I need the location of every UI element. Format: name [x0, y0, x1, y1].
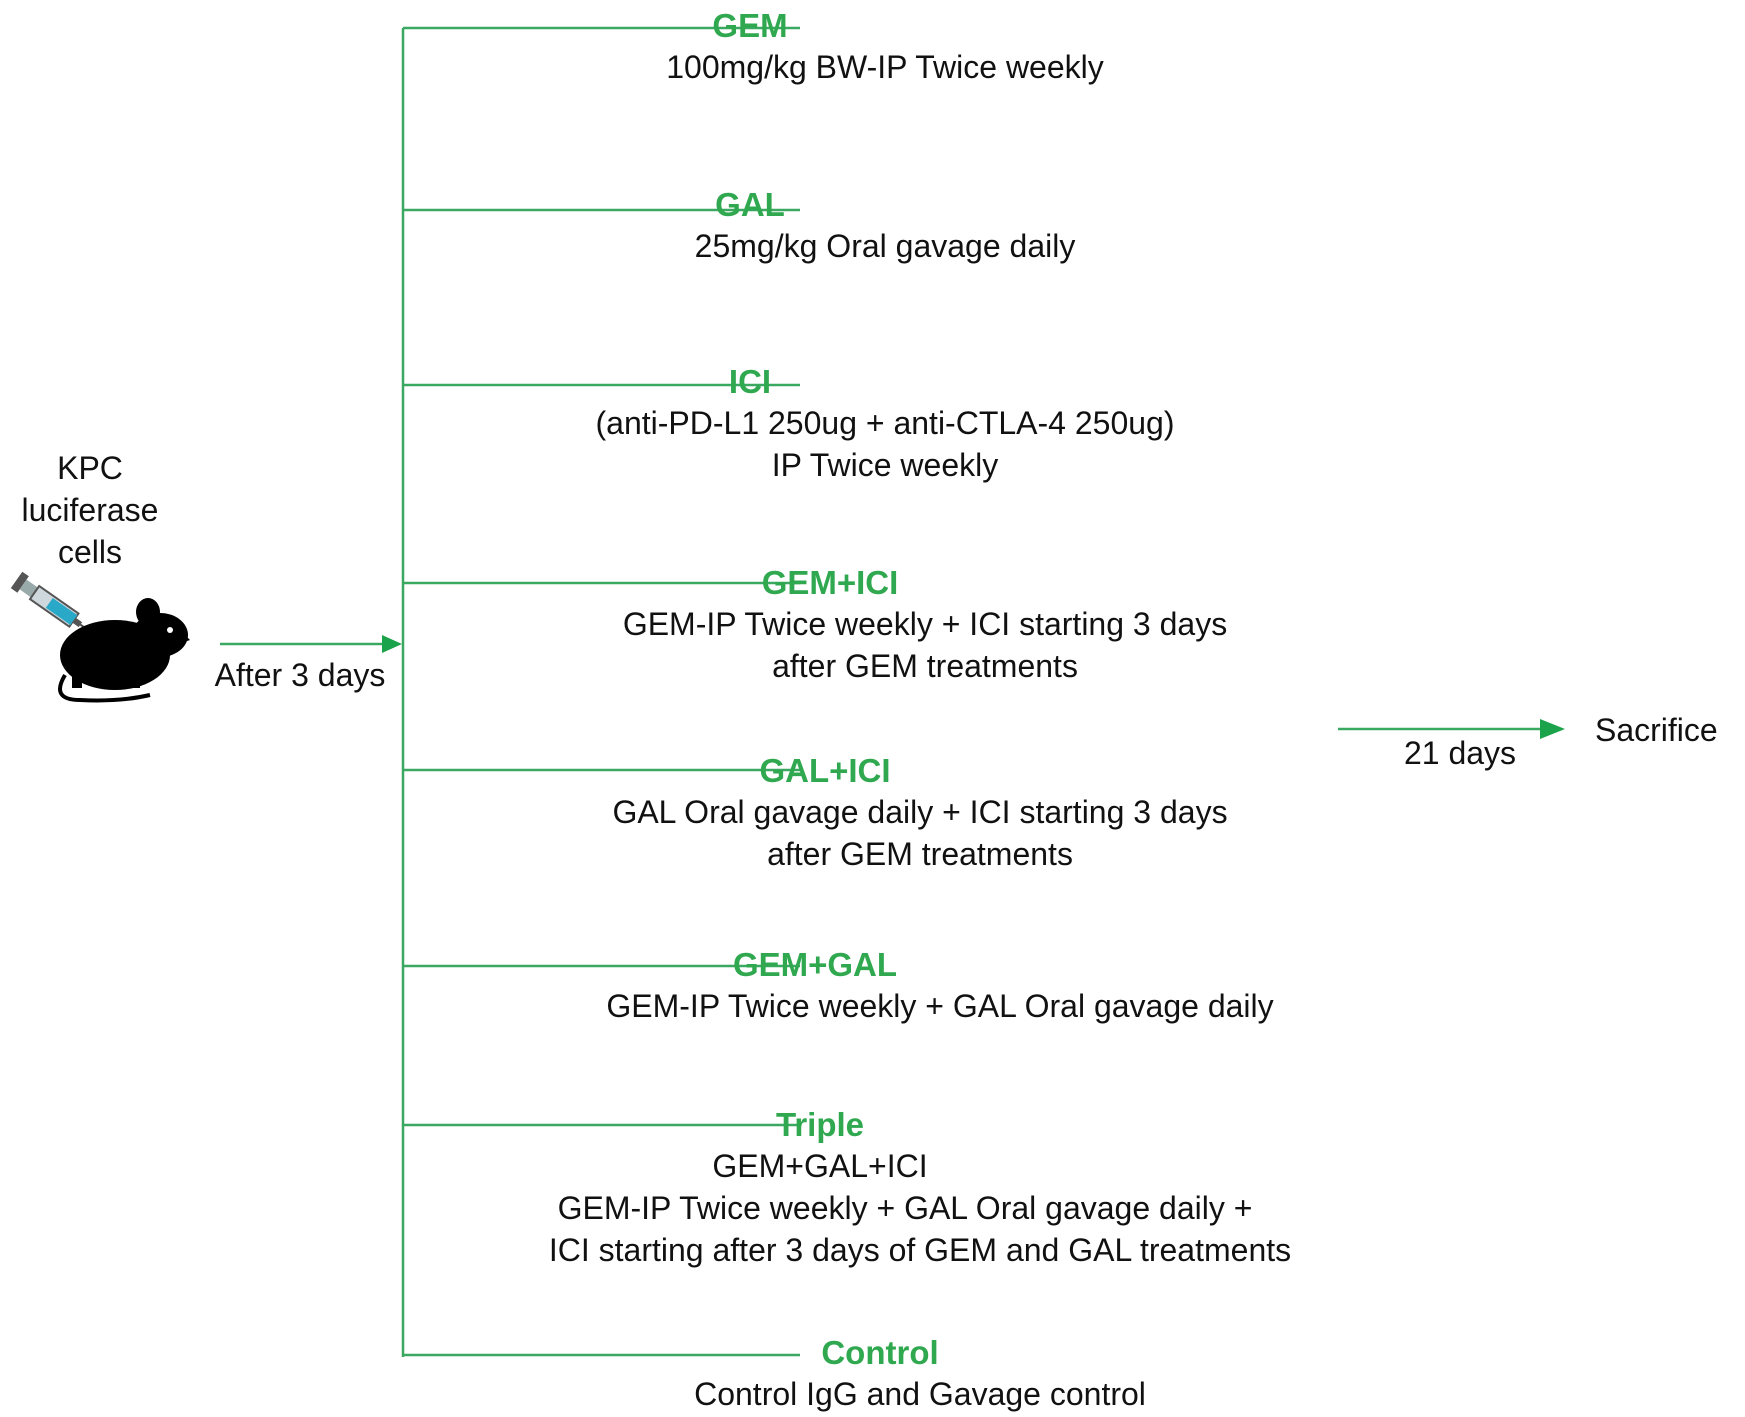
group-desc-line: GEM-IP Twice weekly + GAL Oral gavage da…	[557, 1190, 1253, 1226]
duration-label: 21 days	[1403, 735, 1517, 771]
group-desc-line: Control IgG and Gavage control	[694, 1376, 1146, 1412]
group-title: GEM+GAL	[732, 946, 898, 983]
group-desc: GEM-IP Twice weekly + GAL Oral gavage da…	[540, 985, 1340, 1027]
group-desc: 100mg/kg BW-IP Twice weekly	[585, 46, 1185, 88]
group-desc-line: 25mg/kg Oral gavage daily	[694, 228, 1076, 264]
group-desc: 25mg/kg Oral gavage daily	[585, 225, 1185, 267]
group-gem: GEM 100mg/kg BW-IP Twice weekly	[585, 6, 1185, 88]
group-desc-line: 100mg/kg BW-IP Twice weekly	[666, 49, 1104, 85]
group-title: GAL	[715, 186, 785, 223]
group-title: Triple	[775, 1106, 865, 1143]
group-gal-ici: GAL+ICI GAL Oral gavage daily + ICI star…	[540, 751, 1300, 875]
group-gem-gal: GEM+GAL GEM-IP Twice weekly + GAL Oral g…	[540, 945, 1340, 1027]
group-title: ICI	[728, 363, 772, 400]
syringe-icon	[10, 571, 100, 639]
group-desc-line: GAL Oral gavage daily + ICI starting 3 d…	[612, 794, 1228, 830]
group-control: Control Control IgG and Gavage control	[600, 1333, 1240, 1415]
group-desc-line: GEM+GAL+ICI	[712, 1148, 928, 1184]
group-desc-line: IP Twice weekly	[771, 447, 999, 483]
endpoint-label: Sacrifice	[1595, 712, 1718, 748]
group-gal: GAL 25mg/kg Oral gavage daily	[585, 185, 1185, 267]
group-title: GEM+ICI	[761, 564, 899, 601]
group-gem-ici: GEM+ICI GEM-IP Twice weekly + ICI starti…	[555, 563, 1295, 687]
group-title: Control	[821, 1334, 939, 1371]
group-desc-line: GEM-IP Twice weekly + ICI starting 3 day…	[622, 606, 1228, 642]
group-desc-line: after GEM treatments	[772, 648, 1078, 684]
group-desc-line: (anti-PD-L1 250ug + anti-CTLA-4 250ug)	[595, 405, 1175, 441]
group-desc: GEM-IP Twice weekly + ICI starting 3 day…	[555, 603, 1295, 687]
group-desc-line: after GEM treatments	[767, 836, 1073, 872]
after-arrowhead	[382, 635, 402, 653]
days-arrowhead	[1540, 719, 1565, 739]
group-desc: GEM+GAL+ICI GEM-IP Twice weekly + GAL Or…	[480, 1145, 1360, 1271]
group-desc: Control IgG and Gavage control	[600, 1373, 1240, 1415]
cell-line-label: KPC luciferase cells	[5, 447, 175, 573]
group-desc-line: GEM-IP Twice weekly + GAL Oral gavage da…	[606, 988, 1274, 1024]
group-desc: GAL Oral gavage daily + ICI starting 3 d…	[540, 791, 1300, 875]
cell-line-text: luciferase	[21, 492, 159, 528]
cell-line-text: cells	[57, 534, 122, 570]
group-desc: (anti-PD-L1 250ug + anti-CTLA-4 250ug) I…	[535, 402, 1235, 486]
group-desc-line: ICI starting after 3 days of GEM and GAL…	[548, 1232, 1292, 1268]
group-ici: ICI (anti-PD-L1 250ug + anti-CTLA-4 250u…	[535, 362, 1235, 486]
after-days-label: After 3 days	[214, 657, 386, 693]
group-title: GEM	[712, 7, 788, 44]
group-title: GAL+ICI	[759, 752, 891, 789]
mouse-icon	[58, 598, 190, 703]
cell-line-text: KPC	[57, 450, 123, 486]
group-triple: Triple GEM+GAL+ICI GEM-IP Twice weekly +…	[480, 1105, 1360, 1271]
